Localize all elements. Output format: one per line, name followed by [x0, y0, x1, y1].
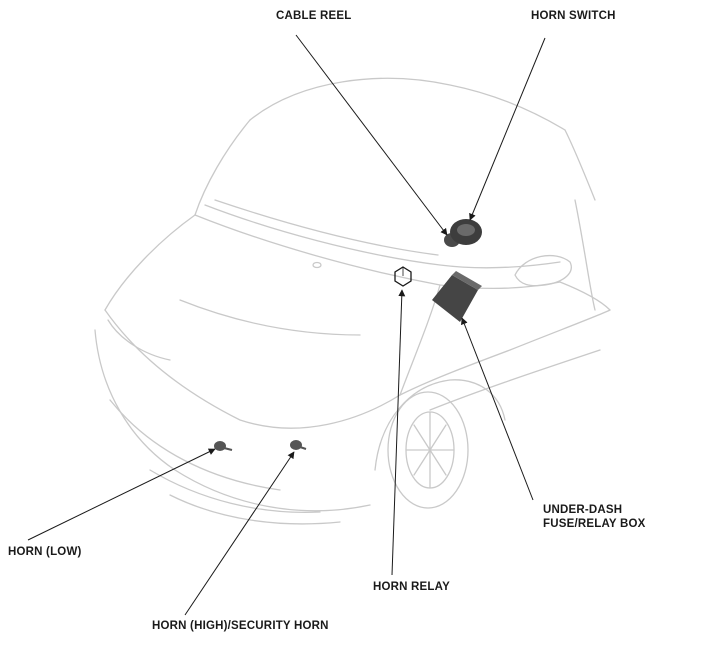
horn-high-component [290, 440, 307, 450]
leader-horn-relay [391, 289, 406, 576]
horn-low-component [214, 441, 233, 451]
label-under-dash-fuse-relay-box: UNDER-DASH FUSE/RELAY BOX [543, 503, 646, 531]
leader-under-dash [461, 317, 534, 501]
under-dash-fuse-box-component [432, 271, 482, 322]
leader-lines [27, 34, 546, 616]
label-horn-low: HORN (LOW) [8, 546, 82, 558]
leader-horn-low [27, 448, 216, 541]
label-under-dash-line1: UNDER-DASH [543, 504, 623, 516]
label-cable-reel: CABLE REEL [276, 10, 352, 22]
label-horn-switch: HORN SWITCH [531, 10, 616, 22]
leader-cable-reel [295, 34, 448, 236]
label-horn-relay: HORN RELAY [373, 581, 450, 593]
leader-horn-high [184, 451, 295, 616]
horn-relay-hexagon [394, 266, 412, 287]
label-horn-high-security-horn: HORN (HIGH)/SECURITY HORN [152, 620, 329, 632]
label-under-dash-line2: FUSE/RELAY BOX [543, 518, 646, 530]
car-illustration [94, 77, 611, 525]
horn-switch-component [450, 219, 482, 245]
leader-horn-switch [469, 37, 546, 221]
